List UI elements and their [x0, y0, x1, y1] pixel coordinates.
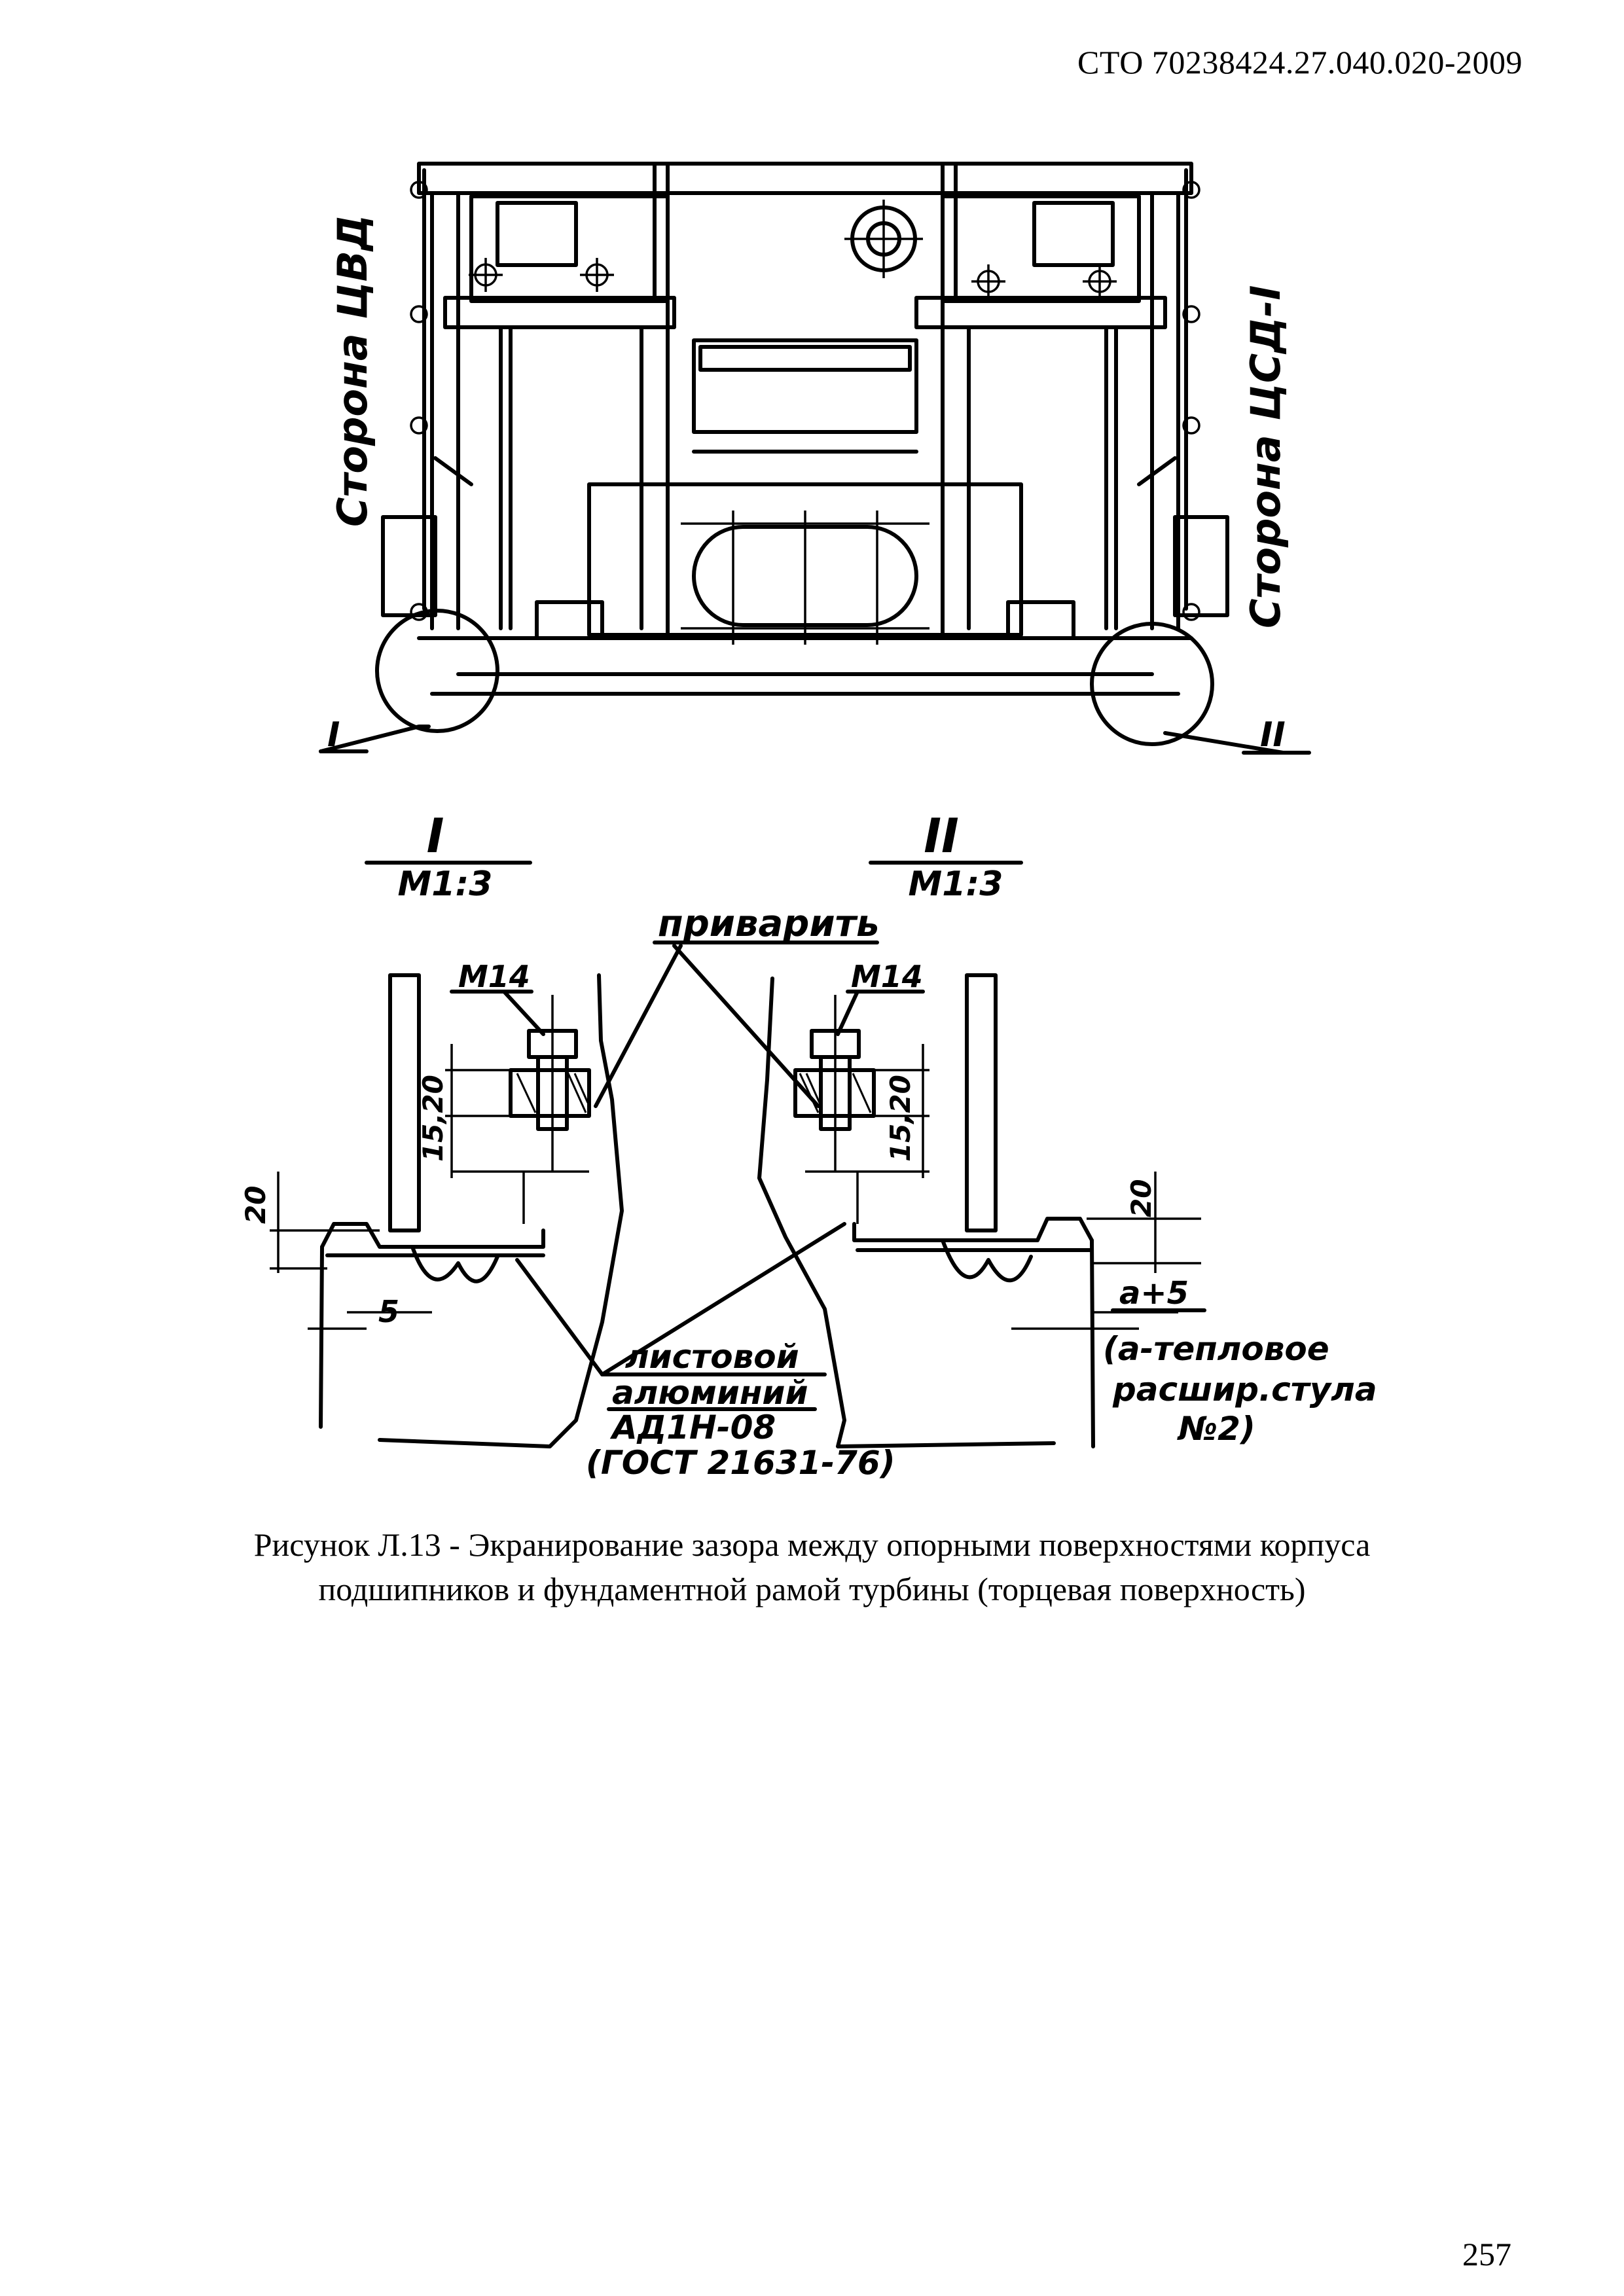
note-line-2: расшир.стула — [1112, 1371, 1377, 1408]
material-line-4: (ГОСТ 21631-76) — [586, 1444, 895, 1482]
dim-15-20-right: 15,20 — [884, 1075, 916, 1162]
detail-1-label: I — [427, 808, 444, 863]
caption-line-1: Рисунок Л.13 - Экранирование зазора межд… — [253, 1526, 1371, 1563]
document-code: СТО 70238424.27.040.020-2009 — [1077, 44, 1523, 81]
callout-label-1: I — [327, 715, 340, 755]
detail-2-drawing — [757, 973, 1095, 1448]
dim-a-plus-5: а+5 — [1119, 1275, 1189, 1312]
side-label-right: Сторона ЦСД-I — [1242, 285, 1290, 628]
figure-caption: Рисунок Л.13 - Экранирование зазора межд… — [131, 1522, 1493, 1611]
dim-20-left: 20 — [240, 1186, 272, 1224]
detail-1-scale: М1:3 — [398, 865, 493, 904]
detail-callout-circles — [319, 609, 1311, 755]
bolt-size-right: М14 — [851, 959, 923, 994]
dim-15-20-left: 15,20 — [417, 1075, 449, 1162]
material-line-2: алюминий — [612, 1374, 808, 1412]
detail-1-drawing — [319, 973, 624, 1448]
dim-20-right: 20 — [1125, 1179, 1157, 1217]
caption-line-2: подшипников и фундаментной рамой турбины… — [318, 1571, 1306, 1607]
page-number: 257 — [1462, 2236, 1511, 2272]
material-line-3: АД1Н-08 — [609, 1408, 776, 1446]
dim-5: 5 — [378, 1294, 399, 1329]
bolt-size-left: М14 — [458, 959, 530, 994]
detail-2-label: II — [924, 808, 959, 863]
material-line-1: листовой — [625, 1338, 799, 1376]
bearing-housing-assembly — [381, 162, 1229, 696]
weld-note: приварить — [658, 903, 879, 945]
callout-label-2: II — [1260, 715, 1286, 755]
side-label-left: Сторона ЦВД — [329, 215, 376, 527]
note-line-1: (а-тепловое — [1103, 1330, 1329, 1368]
note-line-3: №2) — [1177, 1410, 1255, 1448]
detail-2-scale: М1:3 — [909, 865, 1003, 904]
